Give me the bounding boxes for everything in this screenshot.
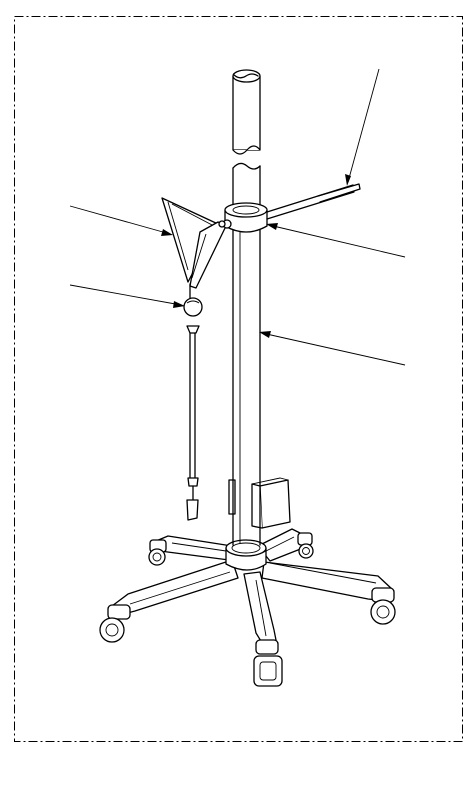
figure-border	[14, 16, 463, 742]
side-arm-rod	[266, 183, 361, 220]
height-adjust-collar	[224, 202, 268, 233]
lower-pole-section	[232, 162, 261, 546]
callout-right-middle	[266, 223, 406, 258]
caster-back-left	[148, 539, 167, 566]
five-leg-base	[111, 528, 394, 647]
callout-upper-right	[345, 68, 380, 186]
caster-right	[370, 587, 396, 625]
callout-right-lower	[259, 331, 406, 366]
callout-left-upper	[69, 205, 173, 236]
callout-left-lower	[69, 284, 185, 308]
caster-back-right	[297, 532, 314, 559]
hanging-cable-assembly	[183, 283, 203, 521]
tilt-bracket	[161, 197, 232, 289]
caster-front	[253, 639, 283, 687]
caster-front-left	[99, 604, 131, 643]
leader-lines	[69, 68, 406, 366]
upper-pole-section	[232, 69, 261, 155]
